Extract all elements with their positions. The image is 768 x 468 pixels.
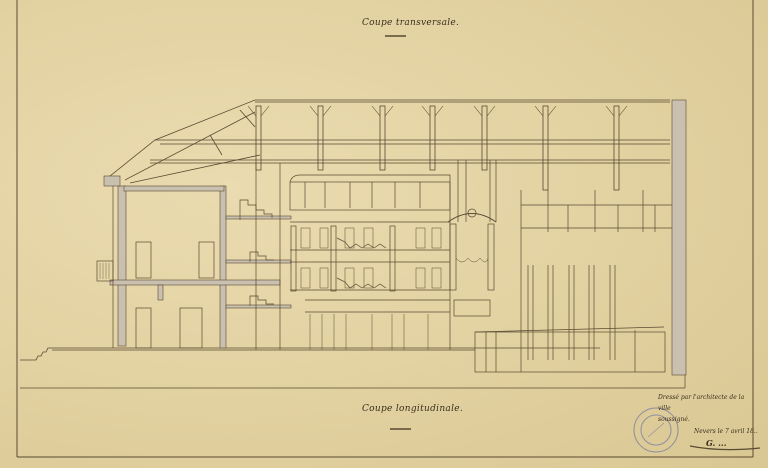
annotation-note: Dressé par l'architecte de la ville sous… (658, 392, 758, 425)
title-longitudinal-section: Coupe longitudinale. (362, 404, 464, 414)
stamp-icon (633, 407, 679, 453)
annotation-date: Nevers le 7 avril 18.. (694, 428, 758, 435)
note-line-2: soussigné. (658, 416, 690, 423)
signature: G. ... (706, 438, 727, 448)
title-transverse-section: Coupe transversale. (362, 18, 460, 28)
note-line-1: Dressé par l'architecte de la ville (658, 394, 745, 412)
